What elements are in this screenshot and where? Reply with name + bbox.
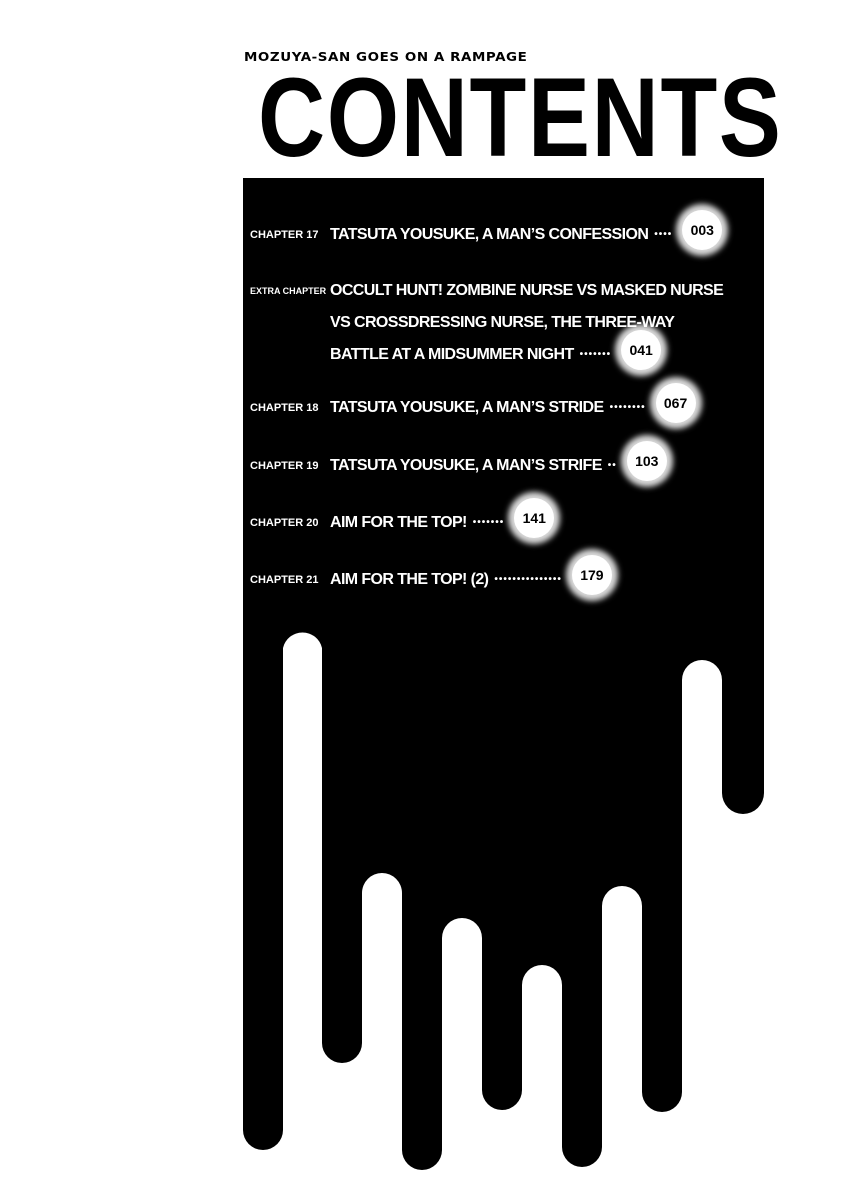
toc-entry-chapter-19[interactable]: CHAPTER 19 TATSUTA YOUSUKE, A MAN’S STRI…: [250, 441, 667, 481]
chapter-label: CHAPTER 17: [250, 229, 319, 241]
chapter-title: AIM FOR THE TOP! (2): [330, 571, 489, 588]
toc-entry-chapter-18[interactable]: CHAPTER 18 TATSUTA YOUSUKE, A MAN’S STRI…: [250, 383, 696, 423]
leader-dots: •••••••: [579, 349, 612, 360]
chapter-title: AIM FOR THE TOP!: [330, 514, 467, 531]
leader-dots: ••••: [654, 229, 673, 240]
toc-entry-chapter-20[interactable]: CHAPTER 20 AIM FOR THE TOP! ••••••• 141: [250, 498, 555, 538]
chapter-title-line-2: VS CROSSDRESSING NURSE, THE THREE-WAY: [330, 314, 675, 331]
chapter-title-line-3: BATTLE AT A MIDSUMMER NIGHT: [330, 346, 574, 363]
chapter-title: TATSUTA YOUSUKE, A MAN’S STRIFE: [330, 457, 602, 474]
chapter-label: EXTRA CHAPTER: [250, 286, 327, 296]
page-number-badge: 103: [626, 441, 667, 481]
chapter-title: TATSUTA YOUSUKE, A MAN’S CONFESSION: [330, 226, 649, 243]
toc-entry-chapter-17[interactable]: CHAPTER 17 TATSUTA YOUSUKE, A MAN’S CONF…: [250, 210, 723, 250]
toc-entry-extra-chapter[interactable]: EXTRA CHAPTER OCCULT HUNT! ZOMBINE NURSE…: [250, 281, 724, 370]
chapter-title: TATSUTA YOUSUKE, A MAN’S STRIDE: [330, 399, 604, 416]
page-title: CONTENTS: [258, 55, 783, 180]
series-title: MOZUYA-SAN GOES ON A RAMPAGE: [244, 50, 528, 64]
leader-dots: ••••••••: [609, 402, 646, 413]
chapter-label: CHAPTER 19: [250, 460, 319, 472]
page-number-badge: 041: [621, 330, 662, 370]
page-number-badge: 003: [682, 210, 723, 250]
page-number-badge: 179: [571, 555, 612, 595]
leader-dots: ••: [607, 460, 617, 471]
page-number-badge: 067: [655, 383, 696, 423]
chapter-label: CHAPTER 20: [250, 517, 319, 529]
chapter-label: CHAPTER 18: [250, 402, 319, 414]
page-number-badge: 141: [514, 498, 555, 538]
toc-entry-chapter-21[interactable]: CHAPTER 21 AIM FOR THE TOP! (2) ••••••••…: [250, 555, 612, 595]
chapter-label: CHAPTER 21: [250, 574, 319, 586]
leader-dots: •••••••••••••••: [494, 574, 562, 585]
leader-dots: •••••••: [472, 517, 505, 528]
chapter-title-line-1: OCCULT HUNT! ZOMBINE NURSE VS MASKED NUR…: [330, 282, 724, 299]
